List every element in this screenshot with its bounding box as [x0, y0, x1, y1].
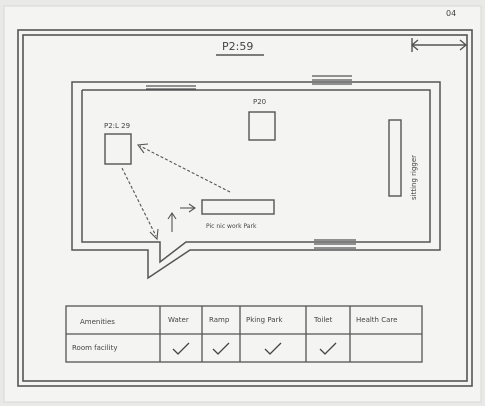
sitting-bench: sitting rigger [388, 119, 418, 200]
table-header-row: Amenities Water Ramp Pking Park Toilet H… [80, 316, 397, 326]
column-ramp: Ramp [209, 316, 230, 324]
column-parking: Pking Park [246, 316, 283, 324]
svg-text:Pic nic work Park: Pic nic work Park [206, 223, 257, 230]
svg-text:P20: P20 [253, 98, 266, 106]
picnic-table: Pic nic work Park [201, 199, 275, 230]
page-title: P2:59 [216, 40, 264, 56]
path-arrows [121, 143, 231, 241]
table-facility-row: Room facility [72, 344, 117, 352]
row-header-amenities: Amenities [80, 318, 115, 326]
door-marks [146, 75, 356, 249]
svg-text:sitting rigger: sitting rigger [410, 155, 418, 200]
column-toilet: Toilet [313, 316, 333, 324]
amenities-table [65, 305, 423, 363]
svg-text:P2:L 29: P2:L 29 [104, 122, 130, 130]
checkmarks [172, 342, 337, 355]
checkmark-icon [264, 342, 282, 355]
outer-frame [17, 29, 473, 387]
center-room: P20 [248, 98, 276, 141]
checkmark-icon [319, 342, 337, 355]
paper-sheet [3, 5, 482, 403]
corner-mark: 04 [446, 9, 456, 18]
building-walls [71, 81, 441, 280]
checkmark-icon [212, 342, 230, 355]
double-arrow-icon [410, 38, 468, 52]
column-health-care: Health Care [356, 316, 397, 324]
column-water: Water [168, 316, 189, 324]
svg-text:P2:59: P2:59 [222, 40, 253, 53]
upper-left-room: P2:L 29 [104, 122, 132, 165]
checkmark-icon [172, 342, 190, 355]
row-header-room-facility: Room facility [72, 344, 117, 352]
